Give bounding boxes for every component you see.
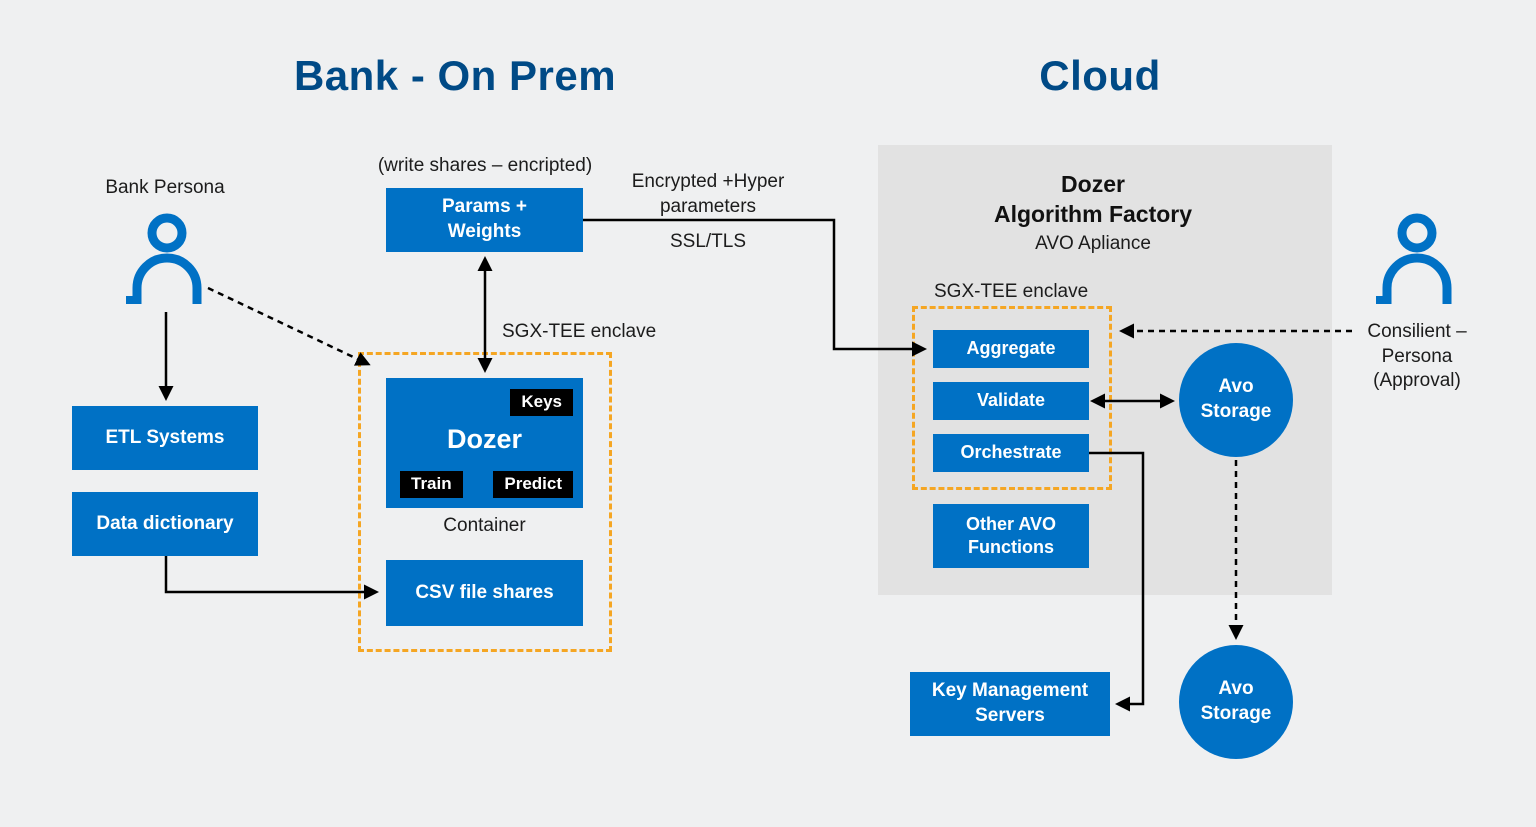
arrow-persona-to-enclave [207, 286, 371, 366]
orchestrate-box: Orchestrate [933, 434, 1089, 472]
dozer-container-box: Keys Dozer Train Predict [386, 378, 583, 508]
factory-subtitle: AVO Apliance [1035, 233, 1151, 254]
ssl-tls-label: SSL/TLS [669, 231, 747, 252]
avo-storage-circle-2: Avo Storage [1179, 645, 1293, 759]
validate-box: Validate [933, 382, 1089, 420]
encrypted-params-label: Encrypted +Hyper parameters [631, 171, 785, 217]
consilient-persona-label: Consilient – Persona (Approval) [1367, 321, 1467, 392]
train-tag: Train [400, 471, 463, 498]
write-shares-note: (write shares – encripted) [377, 155, 593, 176]
other-avo-functions-box: Other AVO Functions [933, 504, 1089, 568]
dozer-label: Dozer [446, 424, 522, 455]
aggregate-box: Aggregate [933, 330, 1089, 368]
bank-persona-icon [126, 213, 202, 304]
etl-systems-box: ETL Systems [72, 406, 258, 470]
section-title-on-prem: Bank - On Prem [293, 52, 617, 99]
predict-tag: Predict [493, 471, 573, 498]
section-title-cloud: Cloud [1039, 52, 1161, 99]
arrow-dictionary-to-csv [164, 556, 379, 600]
bank-enclave-label: SGX-TEE enclave [502, 321, 657, 342]
container-label: Container [443, 515, 526, 536]
cloud-enclave-label: SGX-TEE enclave [934, 281, 1089, 302]
params-weights-box: Params + Weights [386, 188, 583, 252]
key-management-servers-box: Key Management Servers [910, 672, 1110, 736]
keys-tag: Keys [510, 389, 573, 416]
avo-storage-circle-1: Avo Storage [1179, 343, 1293, 457]
factory-title: Dozer Algorithm Factory [993, 171, 1193, 227]
data-dictionary-box: Data dictionary [72, 492, 258, 556]
consilient-persona-icon [1376, 213, 1452, 304]
bank-persona-label: Bank Persona [105, 177, 225, 198]
csv-file-shares-box: CSV file shares [386, 560, 583, 626]
